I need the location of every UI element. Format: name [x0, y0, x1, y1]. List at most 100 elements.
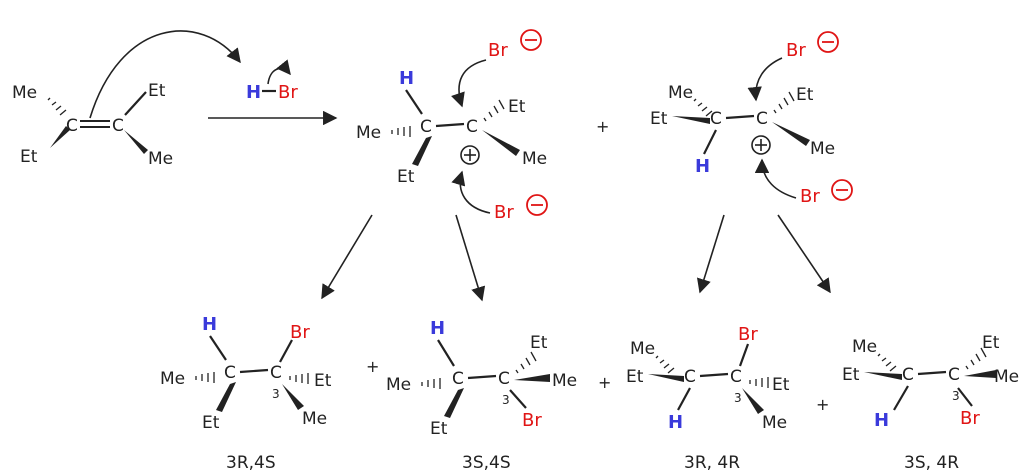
- p4-et-right: Et: [982, 333, 1000, 353]
- p2-c2: C: [498, 369, 510, 389]
- alkene-hash-bond: [47, 97, 67, 116]
- p1-h: H: [202, 314, 217, 335]
- hbr-br: Br: [278, 82, 298, 103]
- cat2-et-right: Et: [796, 85, 814, 105]
- p4-br: Br: [960, 408, 980, 429]
- cat2-hash-me: [693, 98, 713, 117]
- alkene-c1: C: [66, 116, 78, 136]
- cat2-c1: C: [710, 109, 722, 129]
- p2-hash-me: [421, 378, 441, 389]
- p3-hash-me: [655, 355, 675, 374]
- cat2-arrow-br-bottom: [754, 158, 797, 199]
- cat1-c1: C: [420, 117, 432, 137]
- p4-bond-br: [957, 387, 973, 407]
- carbocation-2: Me Et C H C Et Me Br: [650, 31, 853, 207]
- p2-cc-bond: [467, 374, 497, 380]
- cat1-br-bottom: Br: [494, 202, 514, 223]
- alkene-et-right: Et: [148, 81, 166, 101]
- p2-hash-et: [515, 351, 537, 374]
- p1-me: Me: [160, 369, 185, 389]
- cat2-me: Me: [668, 83, 693, 103]
- p4-hash-me: [877, 353, 897, 372]
- cat2-wedge-et: [672, 116, 710, 124]
- carbocation-1: H Me C Et C Et Me Br: [356, 29, 548, 223]
- hbr-h: H: [246, 82, 261, 103]
- p1-c1: C: [224, 363, 236, 383]
- alkene-reactant: Me Et C C Et Me: [12, 81, 173, 169]
- p4-wedge-et: [864, 372, 902, 380]
- p3-caption: 3R, 4R: [684, 453, 740, 473]
- p2-h: H: [430, 318, 445, 339]
- p2-c1: C: [452, 369, 464, 389]
- cat1-c2: C: [466, 117, 478, 137]
- p2-et-bottom: Et: [430, 419, 448, 439]
- p4-locant: 3: [952, 389, 960, 403]
- p1-me-bottom: Me: [302, 409, 327, 429]
- product-1: H Me C Et C 3 Br Et Me 3R,4S: [160, 314, 332, 473]
- p2-caption: 3S,4S: [462, 453, 511, 473]
- p3-bond-br: [738, 343, 750, 367]
- p2-me-right: Me: [552, 371, 577, 391]
- p4-hash-et: [965, 347, 987, 370]
- cat2-minus-top: [817, 31, 839, 53]
- p3-me-bottom: Me: [762, 413, 787, 433]
- cat1-hash-me: [391, 126, 411, 137]
- cat2-bond-h: [703, 129, 717, 155]
- cat1-h: H: [399, 68, 414, 89]
- plus-3: +: [816, 395, 829, 414]
- p1-cc-bond: [239, 368, 269, 374]
- p1-et-bottom: Et: [202, 413, 220, 433]
- product-4: Me Et C H C 3 Et Me Br 3S, 4R: [842, 333, 1019, 473]
- p1-wedge-et: [216, 382, 236, 412]
- cat2-wedge-me: [772, 122, 810, 146]
- p1-et-right: Et: [314, 371, 332, 391]
- curved-arrow-br-bottom: [451, 170, 491, 214]
- p3-hash-et: [749, 377, 769, 388]
- alkene-me-left: Me: [12, 83, 37, 103]
- plus-between-cations: +: [596, 117, 609, 136]
- cat1-et-right: Et: [508, 97, 526, 117]
- p1-c2: C: [270, 363, 282, 383]
- cat2-et-left: Et: [650, 109, 668, 129]
- p2-et-right: Et: [530, 333, 548, 353]
- p4-c2: C: [948, 365, 960, 385]
- p3-wedge-me: [742, 388, 764, 414]
- cat2-br-top: Br: [786, 40, 806, 61]
- p1-caption: 3R,4S: [226, 453, 276, 473]
- p4-wedge-me: [964, 370, 996, 378]
- p4-h: H: [874, 410, 889, 431]
- p2-bond-br: [509, 389, 527, 409]
- cat1-et-bottom: Et: [397, 167, 415, 187]
- cat2-hash-et: [773, 91, 795, 114]
- cat1-wedge-me: [482, 130, 520, 156]
- p4-bond-h: [893, 385, 909, 411]
- p2-wedge-et: [444, 388, 464, 418]
- cat1-cc-bond: [435, 122, 465, 128]
- p1-wedge-me: [282, 384, 304, 410]
- curved-arrow-alkene-to-h: [89, 30, 241, 119]
- p2-me: Me: [386, 375, 411, 395]
- p3-bond-h: [677, 387, 691, 411]
- p1-hash-me: [195, 372, 215, 383]
- p4-et-left: Et: [842, 365, 860, 385]
- p3-et-left: Et: [626, 367, 644, 387]
- cat1-hash-et: [483, 99, 505, 122]
- p3-br: Br: [738, 324, 758, 345]
- arrow-to-product-2: [455, 214, 486, 302]
- cat2-minus-bottom: [831, 179, 853, 201]
- hbr-reagent: H Br: [246, 59, 298, 103]
- p1-hash-et: [289, 373, 309, 384]
- p3-cc-bond: [699, 372, 729, 378]
- arrow-to-product-4: [777, 214, 831, 294]
- cat2-cc-bond: [725, 114, 755, 120]
- p2-wedge-me: [514, 374, 550, 382]
- p1-bond-h: [209, 335, 227, 361]
- cat1-bond-h: [405, 89, 423, 115]
- cat2-plus-charge: [751, 135, 771, 155]
- alkene-wedge-me: [124, 130, 148, 154]
- cat1-minus-bottom: [526, 194, 548, 216]
- cat1-wedge-et: [412, 136, 432, 166]
- alkene-wedge-et: [50, 126, 70, 148]
